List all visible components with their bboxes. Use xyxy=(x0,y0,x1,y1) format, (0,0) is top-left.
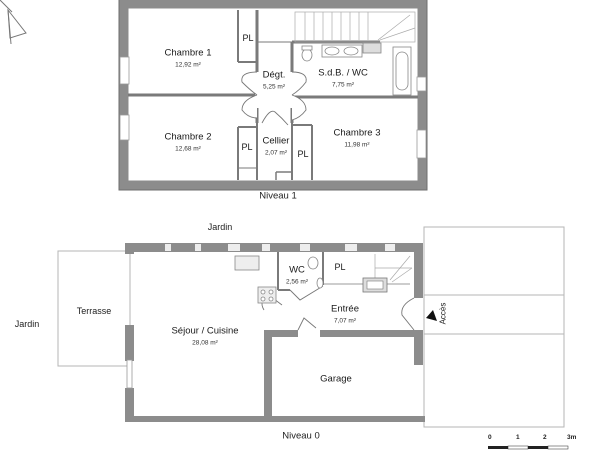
closet-label: PL xyxy=(242,33,254,43)
scale-tick: 1 xyxy=(516,434,520,441)
terrasse-label: Terrasse xyxy=(76,306,112,316)
room-area: 2,07 m² xyxy=(264,149,288,157)
room-chambre-3: Chambre 3 11,98 m² xyxy=(334,128,381,149)
room-area: 5,25 m² xyxy=(262,83,286,91)
room-wc: WC 2,56 m² xyxy=(286,265,308,286)
room-area: 2,56 m² xyxy=(285,278,309,286)
closet-label: PL xyxy=(334,262,346,272)
room-chambre-2: Chambre 2 12,68 m² xyxy=(165,132,212,153)
room-garage: Garage xyxy=(320,374,352,385)
room-entree: Entrée 7,07 m² xyxy=(331,304,359,325)
room-name: Chambre 1 xyxy=(164,47,212,59)
north-arrow-icon xyxy=(0,0,27,45)
room-area: 12,92 m² xyxy=(175,61,201,69)
level-0-plan xyxy=(57,226,565,428)
scale-tick: 3m xyxy=(567,434,577,441)
room-name: Chambre 2 xyxy=(164,131,212,143)
room-name: Garage xyxy=(320,373,352,385)
access-arrow-icon xyxy=(426,310,437,321)
room-cellier: Cellier 2,07 m² xyxy=(263,136,290,157)
scale-tick: 2 xyxy=(543,434,547,441)
room-area: 7,75 m² xyxy=(331,81,355,89)
room-chambre-1: Chambre 1 12,92 m² xyxy=(165,48,212,69)
room-name: Dégt. xyxy=(262,69,286,81)
room-degagement: Dégt. 5,25 m² xyxy=(263,70,286,91)
room-name: Entrée xyxy=(331,303,359,315)
room-name: Séjour / Cuisine xyxy=(171,325,239,337)
room-area: 28,08 m² xyxy=(192,339,218,347)
acces-label: Accès xyxy=(438,302,448,325)
scale-bar xyxy=(488,445,569,450)
room-area: 12,68 m² xyxy=(175,145,201,153)
room-name: WC xyxy=(289,264,305,276)
jardin-left-label: Jardin xyxy=(14,319,40,329)
room-sejour-cuisine: Séjour / Cuisine 28,08 m² xyxy=(171,326,238,347)
room-area: 7,07 m² xyxy=(333,317,357,325)
room-name: S.d.B. / WC xyxy=(318,67,368,79)
closet-label: PL xyxy=(241,142,253,152)
watermark xyxy=(165,244,395,251)
level-1-plan xyxy=(118,0,428,191)
level-1-title: Niveau 1 xyxy=(259,190,297,202)
room-sdb-wc: S.d.B. / WC 7,75 m² xyxy=(318,68,368,89)
level-0-title: Niveau 0 xyxy=(282,430,320,442)
room-name: Chambre 3 xyxy=(333,127,381,139)
closet-label: PL xyxy=(297,149,309,159)
room-name: Cellier xyxy=(262,135,290,147)
room-area: 11,98 m² xyxy=(344,141,370,149)
jardin-top-label: Jardin xyxy=(207,222,233,232)
scale-tick: 0 xyxy=(488,434,492,441)
